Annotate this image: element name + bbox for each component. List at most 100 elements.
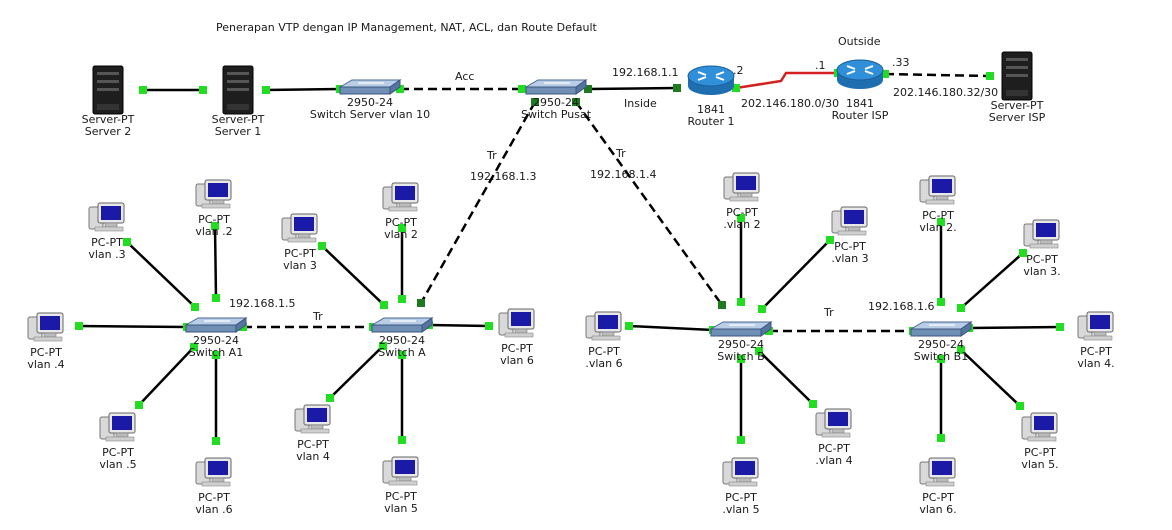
link-swa1-a1v3[interactable]	[126, 241, 196, 308]
port-light	[135, 401, 143, 409]
port-light	[139, 86, 147, 94]
device-name: vlan 2	[384, 228, 418, 241]
port-light	[732, 84, 740, 92]
switch-icon[interactable]	[709, 321, 773, 337]
link-swa1-a1v2[interactable]	[213, 225, 218, 299]
port-light	[809, 400, 817, 408]
device-name: vlan 5	[384, 502, 418, 515]
port-light	[262, 86, 270, 94]
router-icon[interactable]	[836, 59, 884, 89]
pc-icon[interactable]	[815, 408, 852, 438]
link-label-ip_swb: 192.168.1.4	[590, 168, 657, 181]
pc-icon[interactable]	[281, 213, 318, 243]
server-icon[interactable]	[222, 65, 254, 115]
port-light	[379, 342, 387, 350]
pc-icon[interactable]	[382, 456, 419, 486]
port-light	[1056, 323, 1064, 331]
pc-icon[interactable]	[722, 457, 759, 487]
switch-icon[interactable]	[184, 317, 248, 333]
port-light	[212, 294, 220, 302]
link-label-dot2: .2	[733, 64, 744, 77]
switch-icon[interactable]	[524, 79, 588, 95]
port-light	[755, 347, 763, 355]
port-light	[326, 394, 334, 402]
port-light	[673, 84, 681, 92]
switch-icon[interactable]	[909, 321, 973, 337]
port-light	[212, 351, 220, 359]
device-model: PC-PT	[284, 247, 316, 260]
pc-icon[interactable]	[88, 202, 125, 232]
pc-icon[interactable]	[1077, 311, 1114, 341]
switch-icon[interactable]	[338, 79, 402, 95]
pc-icon[interactable]	[382, 182, 419, 212]
pc-icon[interactable]	[294, 404, 331, 434]
link-swa1-a1v5[interactable]	[138, 346, 195, 406]
pc-icon[interactable]	[27, 312, 64, 342]
link-swb1-b1v3[interactable]	[960, 252, 1024, 309]
pc-icon[interactable]	[195, 457, 232, 487]
link-swa1-a1v4[interactable]	[78, 324, 188, 329]
pc-icon[interactable]	[831, 206, 868, 236]
pc-label-bv6: PC-PT.vlan 6	[585, 346, 622, 370]
link-risp-srvisp[interactable]	[884, 72, 991, 78]
pc-icon[interactable]	[1021, 412, 1058, 442]
link-swpusat-r1[interactable]	[587, 86, 678, 91]
server-icon[interactable]	[1001, 51, 1033, 101]
device-name: vlan 6	[500, 354, 534, 367]
pc-icon[interactable]	[585, 311, 622, 341]
link-swpusat-swb[interactable]	[574, 101, 724, 306]
pc-icon[interactable]	[498, 308, 535, 338]
port-light	[737, 298, 745, 306]
link-swb-bv3[interactable]	[761, 239, 831, 310]
link-swa-av6[interactable]	[428, 323, 490, 328]
port-light	[485, 322, 493, 330]
link-swa-av3[interactable]	[321, 245, 385, 306]
device-model: 1841	[846, 97, 874, 110]
link-swpusat-swa[interactable]	[419, 101, 537, 304]
link-swb1-b1v5[interactable]	[960, 349, 1021, 407]
pc-icon[interactable]	[919, 175, 956, 205]
device-name: Switch Server vlan 10	[309, 108, 431, 121]
device-model: 2950-24	[347, 96, 393, 109]
port-light	[737, 214, 745, 222]
link-swb-bv4[interactable]	[758, 350, 814, 405]
link-r1-risp[interactable]	[735, 71, 838, 90]
port-light	[826, 236, 834, 244]
link-label-dot33: .33	[892, 56, 910, 69]
router-icon[interactable]	[687, 65, 735, 95]
link-swb1-b1v4[interactable]	[968, 325, 1061, 330]
device-name: Switch Pusat	[520, 108, 592, 121]
port-light	[1019, 249, 1027, 257]
pc-icon[interactable]	[919, 457, 956, 487]
server-icon[interactable]	[92, 65, 124, 115]
port-light	[625, 322, 633, 330]
switch-icon[interactable]	[370, 317, 434, 333]
link-srv1-swsrv[interactable]	[265, 87, 341, 92]
port-light	[718, 301, 726, 309]
link-label-isp_net: 202.146.180.32/30	[893, 86, 999, 99]
pc-icon[interactable]	[99, 412, 136, 442]
pc-icon[interactable]	[195, 179, 232, 209]
link-swa-av4[interactable]	[329, 345, 384, 399]
link-swb-bv6[interactable]	[628, 324, 714, 332]
device-name: Router 1	[687, 115, 735, 128]
pc-icon[interactable]	[723, 172, 760, 202]
device-model: 2950-24	[918, 338, 964, 351]
port-light	[212, 437, 220, 445]
device-name: vlan .2	[195, 225, 233, 238]
pc-icon[interactable]	[1023, 219, 1060, 249]
port-light	[396, 85, 404, 93]
port-light	[957, 346, 965, 354]
device-name: .vlan 3	[831, 252, 869, 265]
